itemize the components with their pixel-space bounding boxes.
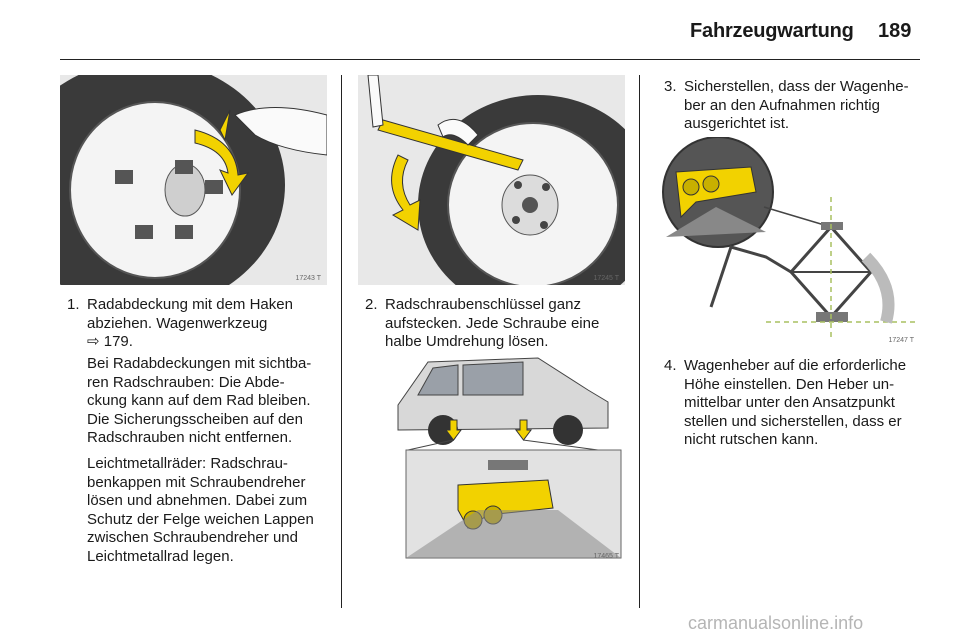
note-visible-bolts: Bei Radabdeckungen mit sichtba- ren Rads… [87, 355, 347, 448]
figure-code: 17465 T [593, 553, 619, 560]
note-text-line: lösen und abnehmen. Dabei zum [87, 492, 308, 509]
step-text-line: abziehen. Wagenwerkzeug [87, 314, 268, 332]
page-header-title: Fahrzeugwartung [690, 20, 854, 42]
column-divider-left [341, 75, 342, 608]
note-text-line: Leichtmetallräder: Radschrau- [87, 455, 288, 472]
step-text-line: ber an den Aufnahmen richtig [684, 96, 880, 114]
step-text-line: Radabdeckung mit dem Haken [87, 296, 293, 313]
figure-code: 17243 T [295, 275, 321, 282]
figure-jack-positioning: 17247 T [656, 137, 920, 347]
note-text-line: Die Sicherungsscheiben auf den [87, 410, 303, 428]
step-text-line: Höhe einstellen. Den Heber un- [684, 375, 895, 393]
step-text-line: Wagenheber auf die erforderliche [684, 357, 907, 374]
page-reference-link[interactable]: ⇨ 179. [87, 333, 133, 350]
step-text-line: ausgerichtet ist. [684, 115, 790, 132]
note-text-line: benkappen mit Schraubendreher [87, 473, 306, 491]
note-text-line: Bei Radabdeckungen mit sichtba- [87, 355, 312, 372]
note-alloy-wheels: Leichtmetallräder: Radschrau- benkappen … [87, 455, 347, 566]
note-text-line: zwischen Schraubendreher und [87, 529, 298, 546]
step-number: 3. [664, 78, 677, 95]
step-2: 2. Radschraubenschlüssel ganz aufstecken… [365, 296, 635, 352]
step-text-line: aufstecken. Jede Schraube eine [385, 314, 600, 332]
figure-code: 17247 T [888, 337, 914, 344]
figure-wheel-wrench: 17245 T [358, 75, 625, 285]
step-3: 3. Sicherstellen, dass der Wagenhe- ber … [664, 78, 940, 134]
figure-code: 17245 T [593, 275, 619, 282]
page-number: 189 [878, 20, 912, 42]
step-text-line: halbe Umdrehung lösen. [385, 333, 549, 350]
note-text-line: ren Radschrauben: Die Abde- [87, 373, 285, 391]
step-text-line: nicht rutschen kann. [684, 431, 819, 448]
note-text-line: Radschrauben nicht entfernen. [87, 429, 293, 446]
step-number: 1. [67, 296, 80, 313]
figure-wheel-cover: 17243 T [60, 75, 327, 285]
note-text-line: Leichtmetallrad legen. [87, 547, 234, 565]
step-number: 4. [664, 357, 677, 374]
note-text-line: ckung kann auf dem Rad bleiben. [87, 392, 311, 409]
figure-jack-points: 17465 T [358, 350, 625, 563]
step-number: 2. [365, 296, 378, 313]
step-text-line: stellen und sicherstellen, dass er [684, 412, 902, 430]
note-text-line: Schutz der Felge weichen Lappen [87, 510, 314, 528]
step-text-line: Radschraubenschlüssel ganz [385, 296, 581, 313]
step-4: 4. Wagenheber auf die erforderliche Höhe… [664, 357, 940, 450]
step-text-line: Sicherstellen, dass der Wagenhe- [684, 78, 909, 95]
header-rule [60, 59, 920, 60]
step-text-line: mittelbar unter den Ansatzpunkt [684, 394, 895, 411]
step-1: 1. Radabdeckung mit dem Haken abziehen. … [67, 296, 342, 352]
column-divider-right [639, 75, 640, 608]
watermark: carmanualsonline.info [688, 613, 864, 633]
